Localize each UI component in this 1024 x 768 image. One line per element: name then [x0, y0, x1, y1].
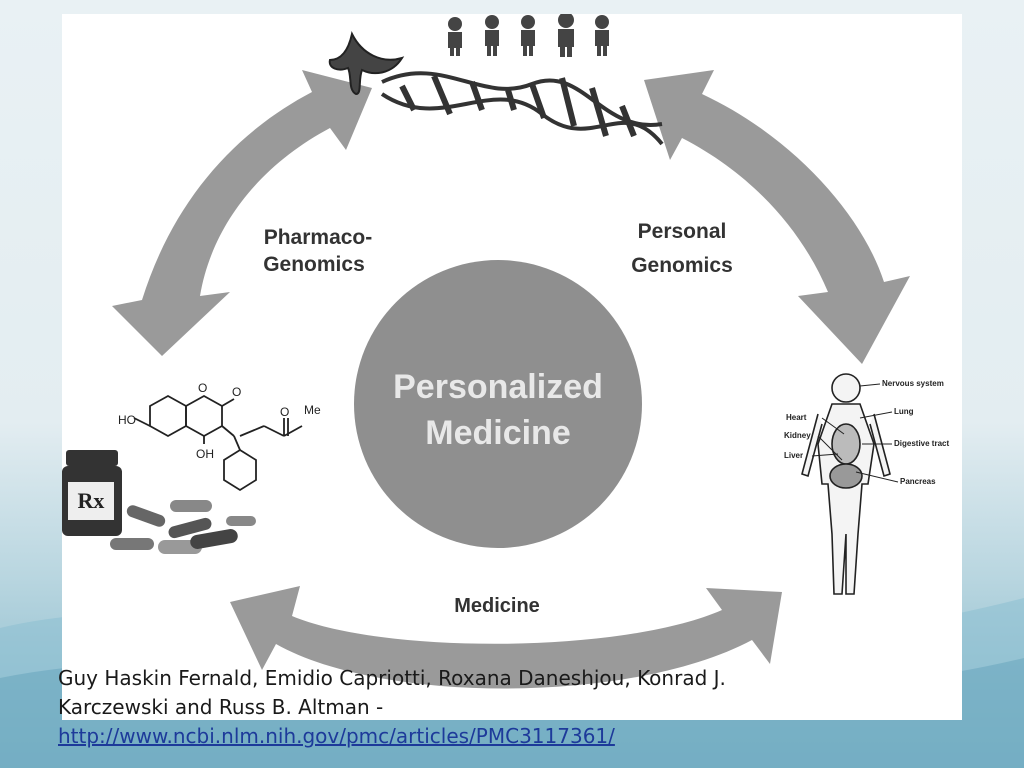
right-cycle-arrow — [644, 70, 910, 364]
caption-line2: Karczewski and Russ B. Altman - — [58, 695, 384, 719]
molecule-o3-label: O — [280, 405, 289, 419]
molecule-o2-label: O — [232, 385, 241, 399]
molecule-oh-label: OH — [196, 447, 214, 461]
person-icon — [521, 15, 535, 56]
pharmaco-label-line1: Pharmaco- — [264, 226, 373, 249]
pills-icon — [110, 500, 256, 554]
medicine-label: Medicine — [454, 595, 540, 617]
anatomy-label-pancreas: Pancreas — [900, 477, 936, 486]
chromosome-icon — [328, 31, 405, 96]
human-anatomy-icon — [801, 373, 891, 595]
center-label-line2: Medicine — [425, 414, 570, 452]
molecule-me-label: Me — [304, 403, 321, 417]
molecule-o1-label: O — [198, 381, 207, 395]
citation-caption: Guy Haskin Fernald, Emidio Capriotti, Ro… — [58, 664, 958, 751]
person-icon — [485, 15, 499, 56]
molecule-ho-label: HO — [118, 413, 136, 427]
pill-bottle-icon: Rx — [62, 450, 122, 536]
source-link[interactable]: http://www.ncbi.nlm.nih.gov/pmc/articles… — [58, 724, 615, 748]
personal-label-line2: Genomics — [631, 254, 733, 277]
rx-label: Rx — [78, 488, 105, 513]
people-icons — [448, 14, 609, 57]
anatomy-label-heart: Heart — [786, 413, 807, 422]
person-icon — [448, 17, 462, 56]
personalized-medicine-diagram: Personalized Medicine Pharmaco- Genomics… — [62, 14, 949, 689]
left-cycle-arrow — [112, 70, 372, 356]
anatomy-label-liver: Liver — [784, 451, 803, 460]
anatomy-label-kidney: Kidney — [784, 431, 811, 440]
anatomy-label-digestive: Digestive tract — [894, 439, 949, 448]
person-icon — [558, 14, 574, 57]
caption-line1: Guy Haskin Fernald, Emidio Capriotti, Ro… — [58, 666, 726, 690]
anatomy-label-nervous: Nervous system — [882, 379, 944, 388]
anatomy-label-lung: Lung — [894, 407, 914, 416]
center-circle — [354, 260, 642, 548]
dna-helix-icon — [380, 71, 664, 146]
figure-panel: Personalized Medicine Pharmaco- Genomics… — [62, 14, 962, 720]
person-icon — [595, 15, 609, 56]
bottom-cycle-arrow — [230, 586, 782, 689]
anatomy-label-lines — [811, 383, 899, 483]
molecule-structure — [133, 394, 303, 492]
pharmaco-label-line2: Genomics — [263, 253, 365, 276]
personal-label-line1: Personal — [638, 220, 727, 243]
center-label-line1: Personalized — [393, 368, 603, 406]
